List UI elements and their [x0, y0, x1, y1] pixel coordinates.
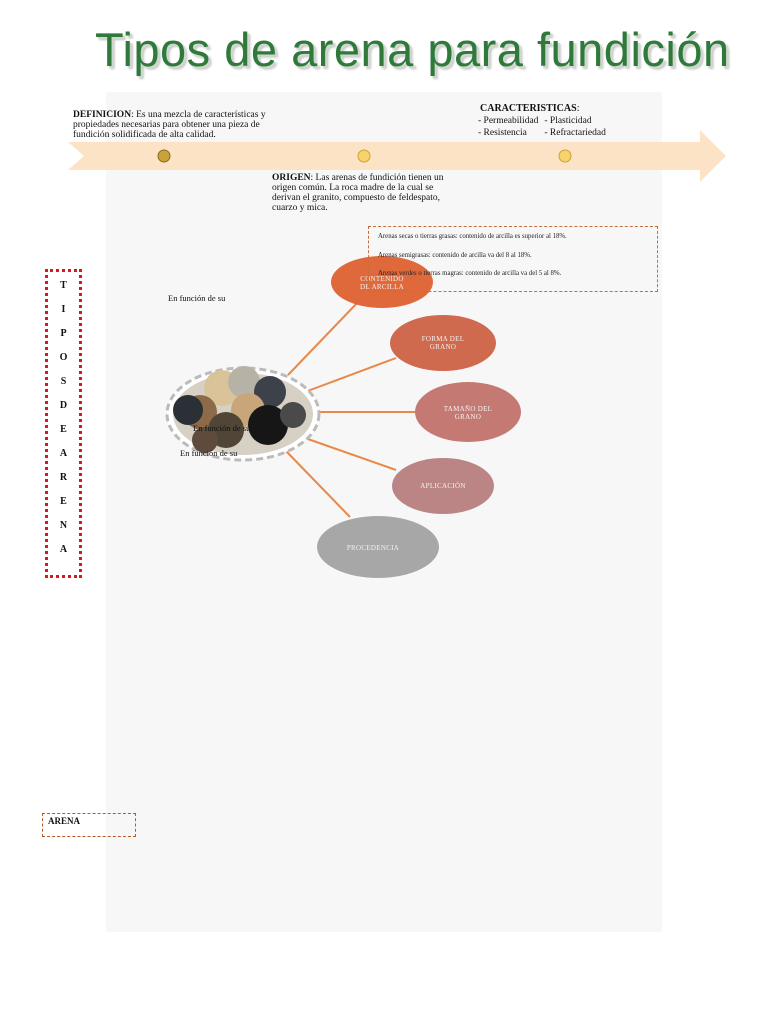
vertical-letter: E [48, 424, 79, 435]
vertical-letter: I [48, 304, 79, 315]
floating-label: En función de su [168, 293, 225, 303]
vertical-letter: N [48, 520, 79, 531]
sand-type-item: Arenas semigrasas: contenido de arcilla … [378, 252, 532, 259]
node-label: PROCEDENCIA [347, 544, 399, 552]
vertical-letter: O [48, 352, 79, 363]
sand-types-box: Arenas secas o tierras grasas: contenido… [368, 226, 658, 292]
connector-aplicacion [305, 438, 396, 470]
vertical-title-box: T I P O S D E A R E N A [45, 269, 82, 578]
node-label: APLICACIÓN [420, 482, 465, 490]
node-label: GRANO [455, 413, 481, 421]
vertical-letter: S [48, 376, 79, 387]
vertical-letter: A [48, 448, 79, 459]
node-aplicacion: APLICACIÓN [392, 458, 494, 514]
sand-type-item: Arenas verdes o tierras magras: contenid… [378, 270, 561, 277]
vertical-letter: R [48, 472, 79, 483]
vertical-letter: E [48, 496, 79, 507]
vertical-letter: T [48, 280, 79, 291]
node-label: TAMAÑO DEL [444, 405, 493, 413]
sand-type-item: Arenas secas o tierras grasas: contenido… [378, 233, 567, 240]
floating-label: En función de su [180, 448, 237, 458]
node-forma-grano: FORMA DEL GRANO [390, 315, 496, 371]
node-label: FORMA DEL [422, 335, 465, 343]
node-tamano-grano: TAMAÑO DEL GRANO [415, 382, 521, 442]
vertical-letter: A [48, 544, 79, 555]
floating-label: En función de su [193, 423, 250, 433]
vertical-letter: D [48, 400, 79, 411]
node-label: GRANO [430, 343, 456, 351]
arena-label: ARENA [48, 816, 80, 826]
connector-arcilla [288, 300, 360, 375]
sand-samples-image [167, 366, 319, 460]
node-procedencia: PROCEDENCIA [317, 516, 439, 578]
vertical-letter: P [48, 328, 79, 339]
connector-forma [305, 358, 396, 392]
connector-procedencia [285, 450, 350, 517]
